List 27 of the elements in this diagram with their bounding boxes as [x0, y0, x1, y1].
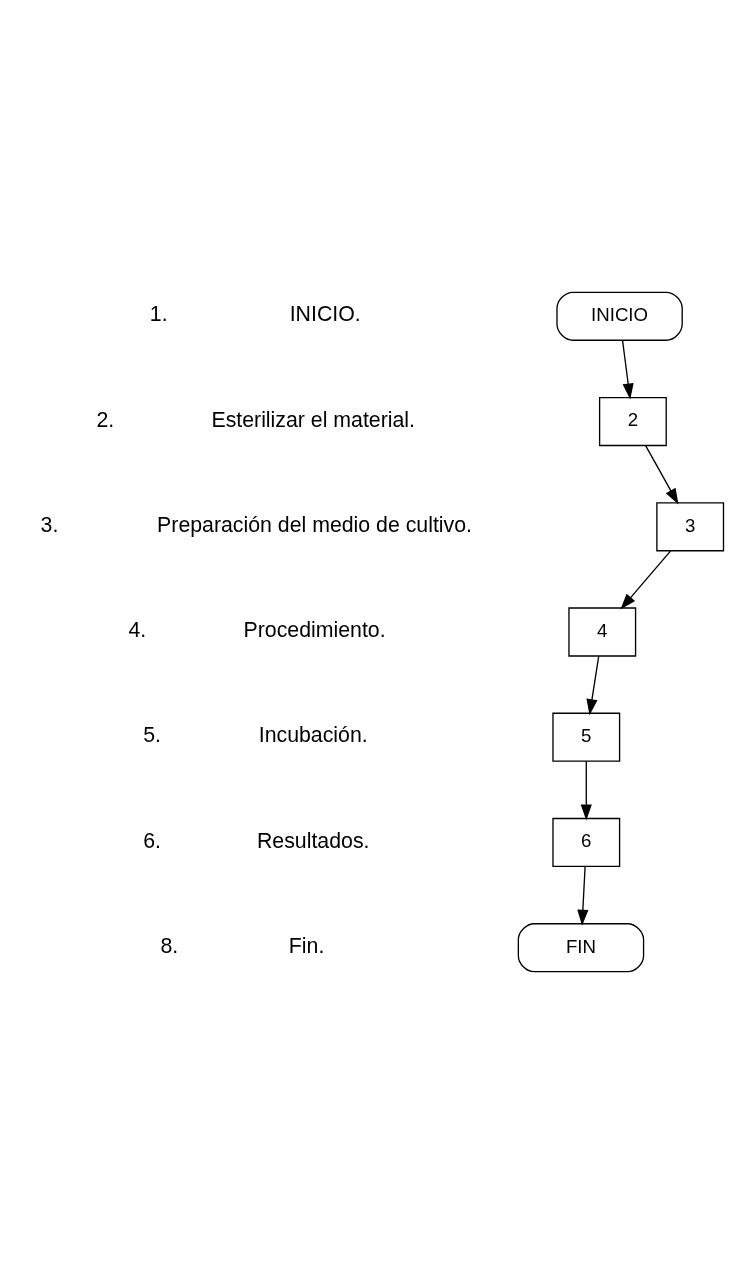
label: Preparación del medio de cultivo.	[157, 512, 473, 537]
label: 4.	[128, 618, 147, 643]
label: 6.	[143, 828, 161, 853]
node-box: FIN	[517, 923, 645, 973]
node-box: 3	[656, 502, 725, 552]
node-box: 4	[568, 607, 637, 657]
label: Esterilizar el material.	[211, 407, 415, 432]
arrow	[620, 550, 672, 610]
arrow	[644, 444, 679, 505]
node-box: INICIO	[556, 291, 683, 341]
node-box: 5	[552, 712, 621, 762]
label: Procedimiento.	[243, 618, 386, 643]
arrow	[621, 339, 634, 400]
node-box: 2	[598, 396, 667, 447]
label: 8.	[160, 933, 179, 958]
label: Fin.	[288, 933, 325, 958]
label: Resultados.	[256, 828, 370, 853]
label: Incubación.	[258, 723, 368, 748]
arrow	[580, 760, 592, 821]
label: 3.	[40, 512, 59, 537]
label: 5.	[143, 723, 161, 748]
arrow	[586, 655, 600, 716]
arrow	[577, 865, 589, 926]
label: 1.	[149, 302, 168, 327]
label: 2.	[96, 407, 115, 432]
label: INICIO.	[289, 302, 361, 327]
node-box: 6	[552, 817, 621, 868]
